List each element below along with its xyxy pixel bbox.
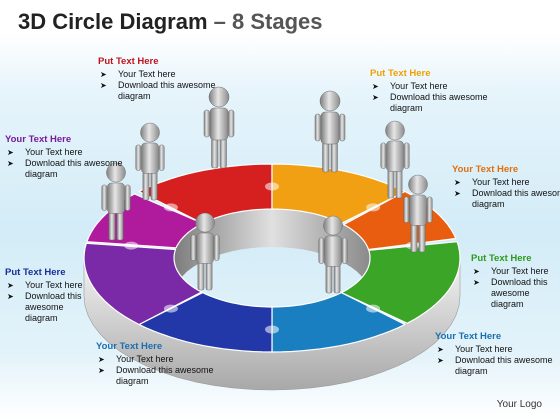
person-figure-icon — [101, 162, 131, 241]
callout-heading: Your Text Here — [452, 164, 519, 175]
puzzle-notch — [163, 304, 178, 313]
title-subtitle: – 8 Stages — [213, 9, 323, 34]
callout-bullet: ➤Download this awesome diagram — [7, 158, 123, 179]
person-figure-icon — [135, 122, 165, 201]
arrow-bullet-icon: ➤ — [7, 148, 14, 157]
callout-bullet: ➤Your Text here — [98, 354, 174, 364]
arrow-bullet-icon: ➤ — [473, 278, 480, 287]
segment-blue-dark — [138, 292, 273, 353]
callout-bullet: ➤Download this awesome diagram — [98, 365, 214, 386]
person-figure-icon — [380, 120, 410, 199]
callout-heading: Put Text Here — [370, 68, 431, 79]
arrow-bullet-icon: ➤ — [98, 355, 105, 364]
puzzle-notch — [265, 182, 279, 191]
callout-bullet: ➤Download this awesome diagram — [7, 291, 82, 323]
puzzle-notch — [265, 325, 279, 334]
callout-bullet: ➤Your Text here — [7, 147, 83, 157]
callout-heading: Put Text Here — [5, 267, 66, 278]
puzzle-notch — [366, 203, 381, 212]
callout-heading: Your Text Here — [435, 331, 502, 342]
callout-right-middle: Your Text Here ➤Your Text here ➤Download… — [452, 164, 560, 210]
arrow-bullet-icon: ➤ — [454, 189, 461, 198]
callout-heading: Put Text Here — [98, 56, 159, 67]
callout-top-right: Put Text Here ➤Your Text here ➤Download … — [370, 68, 495, 114]
arrow-bullet-icon: ➤ — [372, 93, 379, 102]
callout-bullet: ➤Your Text here — [7, 280, 83, 290]
callout-bottom-right: Your Text Here ➤Your Text here ➤Download… — [435, 331, 555, 377]
callout-right-lower: Put Text Here ➤Your Text here ➤Download … — [471, 253, 557, 310]
person-figure-icon — [403, 174, 433, 253]
segment-purple — [83, 242, 203, 326]
arrow-bullet-icon: ➤ — [372, 82, 379, 91]
title-main: 3D Circle Diagram — [18, 9, 208, 34]
callout-heading: Your Text Here — [5, 134, 72, 145]
person-figure-icon — [318, 215, 348, 294]
ring-inner-wall — [174, 209, 370, 296]
arrow-bullet-icon: ➤ — [437, 356, 444, 365]
arrow-bullet-icon: ➤ — [454, 178, 461, 187]
arrow-bullet-icon: ➤ — [7, 292, 14, 301]
callout-bullet: ➤Download this awesome diagram — [372, 92, 488, 113]
callout-lower-left: Put Text Here ➤Your Text here ➤Download … — [5, 267, 95, 324]
arrow-bullet-icon: ➤ — [7, 281, 14, 290]
arrow-bullet-icon: ➤ — [7, 159, 14, 168]
callout-top-center: Put Text Here ➤Your Text here ➤Download … — [98, 56, 223, 102]
callout-heading: Your Text Here — [96, 341, 163, 352]
puzzle-notch — [366, 304, 381, 313]
callout-bullet: ➤Your Text here — [454, 177, 530, 187]
arrow-bullet-icon: ➤ — [98, 366, 105, 375]
callout-upper-left: Your Text Here ➤Your Text here ➤Download… — [5, 134, 125, 180]
callout-bullet: ➤Your Text here — [372, 81, 448, 91]
arrow-bullet-icon: ➤ — [437, 345, 444, 354]
callout-bullet: ➤Download this awesome diagram — [100, 80, 216, 101]
callout-bullet: ➤Download this awesome diagram — [473, 277, 548, 309]
callout-bullet: ➤Your Text here — [473, 266, 549, 276]
callout-bullet: ➤Your Text here — [100, 69, 176, 79]
person-figure-icon — [314, 90, 346, 173]
person-figure-icon — [190, 212, 220, 291]
callout-bullet: ➤Download this awesome diagram — [437, 355, 553, 376]
callout-bottom-center: Your Text Here ➤Your Text here ➤Download… — [96, 341, 216, 387]
puzzle-notch — [124, 241, 139, 250]
callout-bullet: ➤Download this awesome diagram — [454, 188, 560, 209]
logo-placeholder: Your Logo — [496, 399, 542, 410]
callout-bullet: ➤Your Text here — [437, 344, 513, 354]
callout-heading: Put Text Here — [471, 253, 532, 264]
arrow-bullet-icon: ➤ — [473, 267, 480, 276]
arrow-bullet-icon: ➤ — [100, 81, 107, 90]
puzzle-notch — [163, 203, 178, 212]
person-figure-icon — [203, 86, 235, 169]
arrow-bullet-icon: ➤ — [100, 70, 107, 79]
page-title: 3D Circle Diagram – 8 Stages — [18, 9, 323, 35]
